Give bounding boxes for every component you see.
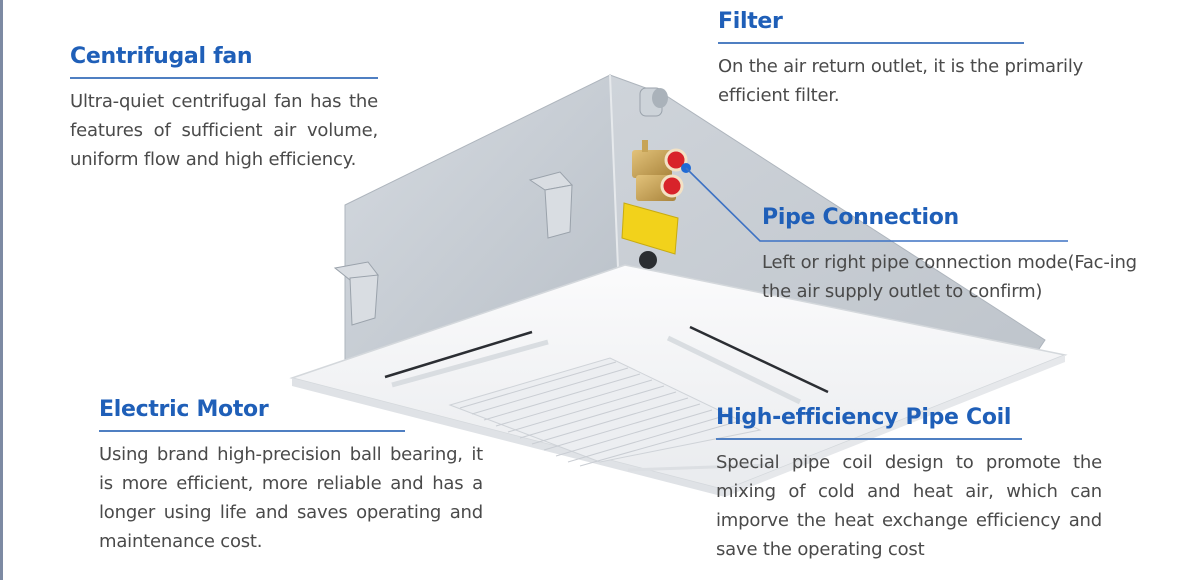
feature-pipe-coil: High-efficiency Pipe Coil Special pipe c…	[716, 404, 1102, 564]
feature-title: Filter	[718, 9, 783, 34]
feature-electric-motor: Electric Motor Using brand high-precisio…	[99, 396, 483, 556]
feature-description: Special pipe coil design to promote the …	[716, 452, 1102, 560]
feature-title: High-efficiency Pipe Coil	[716, 405, 1012, 430]
title-underline	[70, 77, 378, 79]
feature-filter: Filter On the air return outlet, it is t…	[718, 8, 1083, 110]
title-underline	[762, 238, 1068, 240]
title-underline	[716, 438, 1022, 440]
left-border	[0, 0, 3, 580]
title-underline	[99, 430, 405, 432]
title-underline	[718, 42, 1024, 44]
feature-description: On the air return outlet, it is the prim…	[718, 56, 1084, 106]
feature-description: Left or right pipe connection mode(Fac-i…	[762, 252, 1137, 302]
feature-title: Electric Motor	[99, 397, 269, 422]
callout-dot-icon	[681, 163, 691, 173]
feature-description: Ultra-quiet centrifugal fan has the feat…	[70, 91, 378, 170]
feature-description: Using brand high-precision ball bearing,…	[99, 444, 483, 552]
feature-title: Centrifugal fan	[70, 44, 253, 69]
feature-title: Pipe Connection	[762, 205, 959, 230]
feature-pipe-connection: Pipe Connection Left or right pipe conne…	[762, 204, 1137, 306]
feature-centrifugal-fan: Centrifugal fan Ultra-quiet centrifugal …	[70, 43, 378, 174]
